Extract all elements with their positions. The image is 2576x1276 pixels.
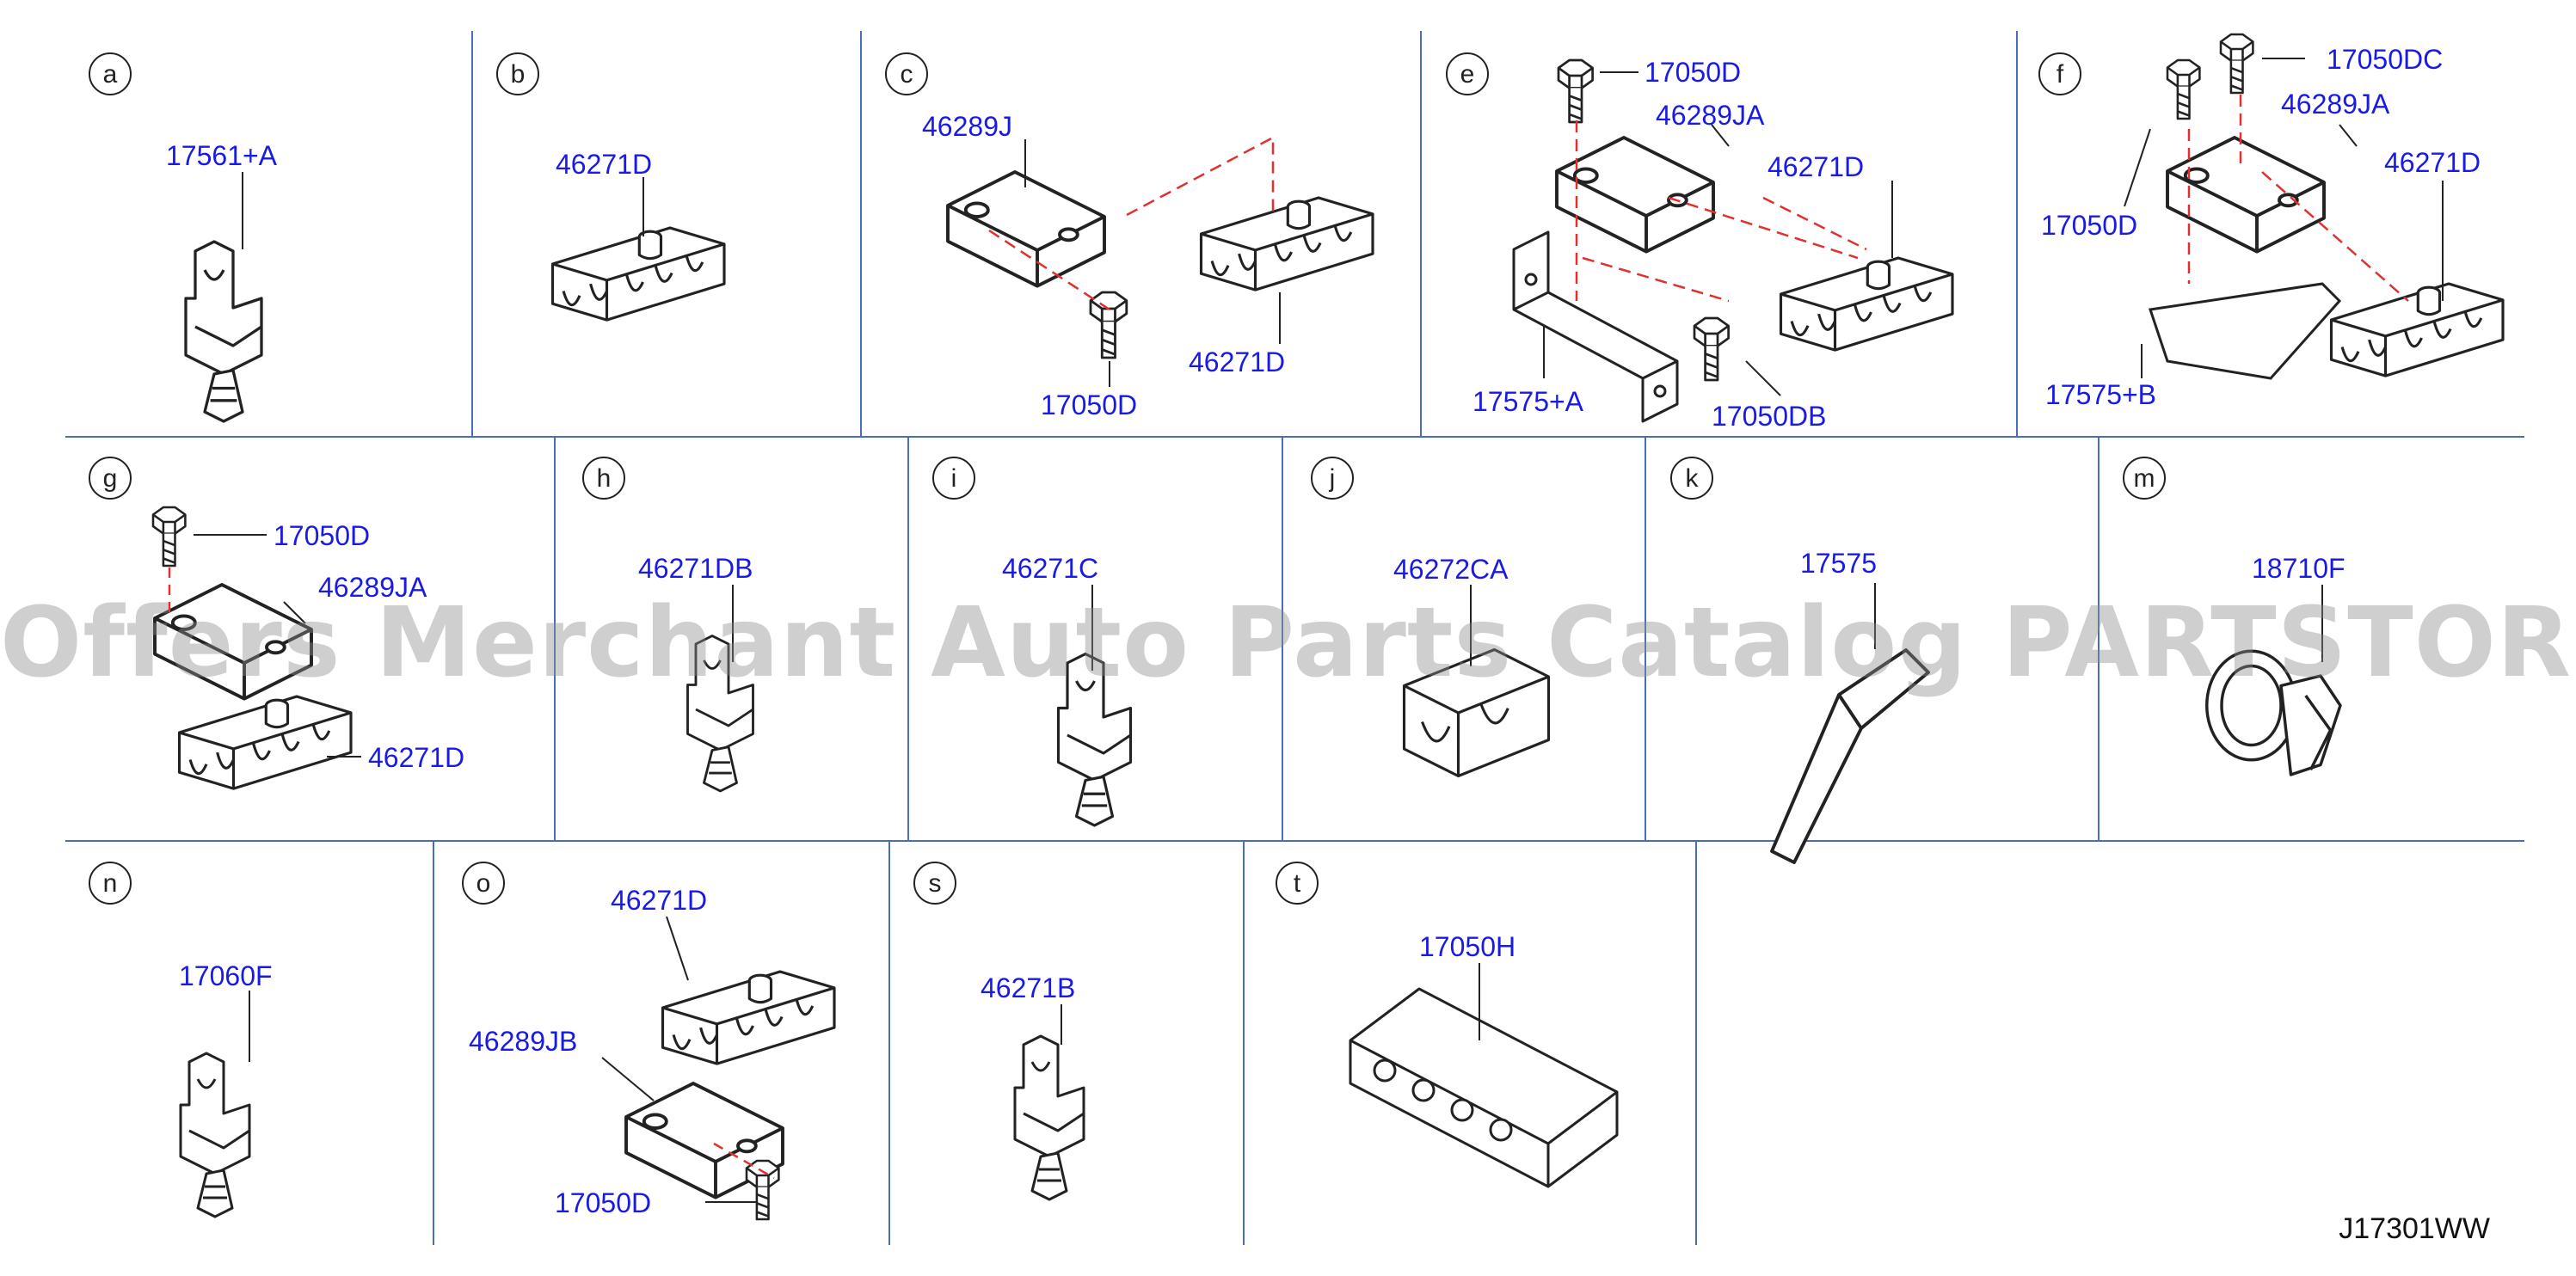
cell-letter-k: k (1670, 457, 1713, 500)
cell-letter-a: a (89, 52, 132, 95)
cell-letter-h: h (582, 457, 625, 500)
cell-h-drawing (686, 585, 754, 793)
svg-text:m: m (2134, 464, 2155, 493)
cell-b-drawing (550, 177, 726, 322)
callout-17050d-f: 17050D (2041, 210, 2137, 241)
svg-text:b: b (511, 60, 526, 89)
callout-17575-b: 17575+B (2045, 379, 2156, 410)
callout-17561-a: 17561+A (166, 140, 278, 171)
callout-18710f: 18710F (2252, 553, 2345, 584)
callout-17050d-c: 17050D (1041, 390, 1137, 420)
cell-letter-n: n (89, 862, 132, 905)
svg-text:a: a (103, 60, 118, 89)
svg-text:j: j (1329, 464, 1336, 493)
cell-letter-e: e (1446, 52, 1489, 95)
callout-46271d-o: 46271D (611, 885, 707, 916)
cell-letter-i: i (932, 457, 975, 500)
svg-text:c: c (901, 60, 913, 89)
cell-n-drawing (179, 991, 251, 1218)
cell-letter-s: s (913, 862, 956, 905)
callout-46289j: 46289J (922, 111, 1012, 142)
callout-17050d-o: 17050D (555, 1187, 651, 1218)
callout-46271b: 46271B (981, 972, 1075, 1003)
callout-46271d-f: 46271D (2384, 147, 2481, 178)
cell-a-drawing (184, 172, 263, 423)
cell-letter-f: f (2038, 52, 2081, 95)
callout-46289ja-g: 46289JA (318, 572, 427, 603)
cell-e-drawing (1512, 58, 1954, 423)
cell-letter-g: g (89, 457, 132, 500)
cell-t-drawing (1349, 963, 1619, 1188)
cell-letter-c: c (885, 52, 928, 95)
callout-46289ja-f: 46289JA (2281, 89, 2390, 120)
cell-letter-o: o (462, 862, 505, 905)
cell-letters: a b c e f g h i j k m n o s t (89, 52, 2166, 905)
cell-k-drawing (1770, 583, 1930, 864)
callout-17050db: 17050DB (1712, 401, 1826, 432)
svg-text:e: e (1460, 60, 1475, 89)
callout-46271d-c: 46271D (1189, 347, 1285, 377)
callout-17060f: 17060F (179, 960, 273, 991)
svg-text:f: f (2056, 60, 2064, 89)
cell-letter-b: b (496, 52, 539, 95)
cell-o-drawing (601, 916, 836, 1221)
svg-text:o: o (476, 869, 491, 898)
callout-46271d-e: 46271D (1768, 151, 1864, 182)
callout-17050d-g: 17050D (274, 520, 370, 551)
cell-letter-j: j (1311, 457, 1354, 500)
svg-text:h: h (597, 464, 612, 493)
cell-m-drawing (2205, 585, 2342, 776)
cell-i-drawing (1056, 585, 1133, 827)
cell-s-drawing (1013, 1004, 1085, 1201)
cell-j-drawing (1402, 585, 1551, 778)
callout-46271db: 46271DB (638, 553, 753, 584)
svg-text:i: i (951, 464, 957, 493)
callout-17050h: 17050H (1419, 931, 1515, 962)
cell-f-drawing (2124, 33, 2505, 380)
cell-letter-t: t (1276, 862, 1319, 905)
callout-46272ca: 46272CA (1393, 554, 1509, 585)
diagram-code: J17301WW (2339, 1212, 2490, 1245)
callout-46289jb: 46289JB (469, 1026, 577, 1057)
callout-46271c: 46271C (1002, 553, 1098, 584)
callout-17050dc: 17050DC (2327, 44, 2443, 75)
cell-letter-m: m (2123, 457, 2166, 500)
svg-text:n: n (103, 869, 118, 898)
callout-17050d-e: 17050D (1645, 57, 1741, 88)
svg-text:t: t (1294, 869, 1301, 898)
callout-17575-a: 17575+A (1472, 386, 1584, 417)
cell-c-drawing (946, 135, 1374, 387)
callout-17575: 17575 (1800, 548, 1877, 579)
svg-text:g: g (103, 464, 118, 493)
svg-text:k: k (1686, 464, 1700, 493)
cell-g-drawing (151, 506, 361, 790)
callout-46289ja-e: 46289JA (1656, 100, 1765, 131)
callout-46271d-g: 46271D (368, 742, 464, 773)
svg-text:s: s (929, 869, 942, 898)
callout-46271d-b: 46271D (556, 149, 652, 180)
